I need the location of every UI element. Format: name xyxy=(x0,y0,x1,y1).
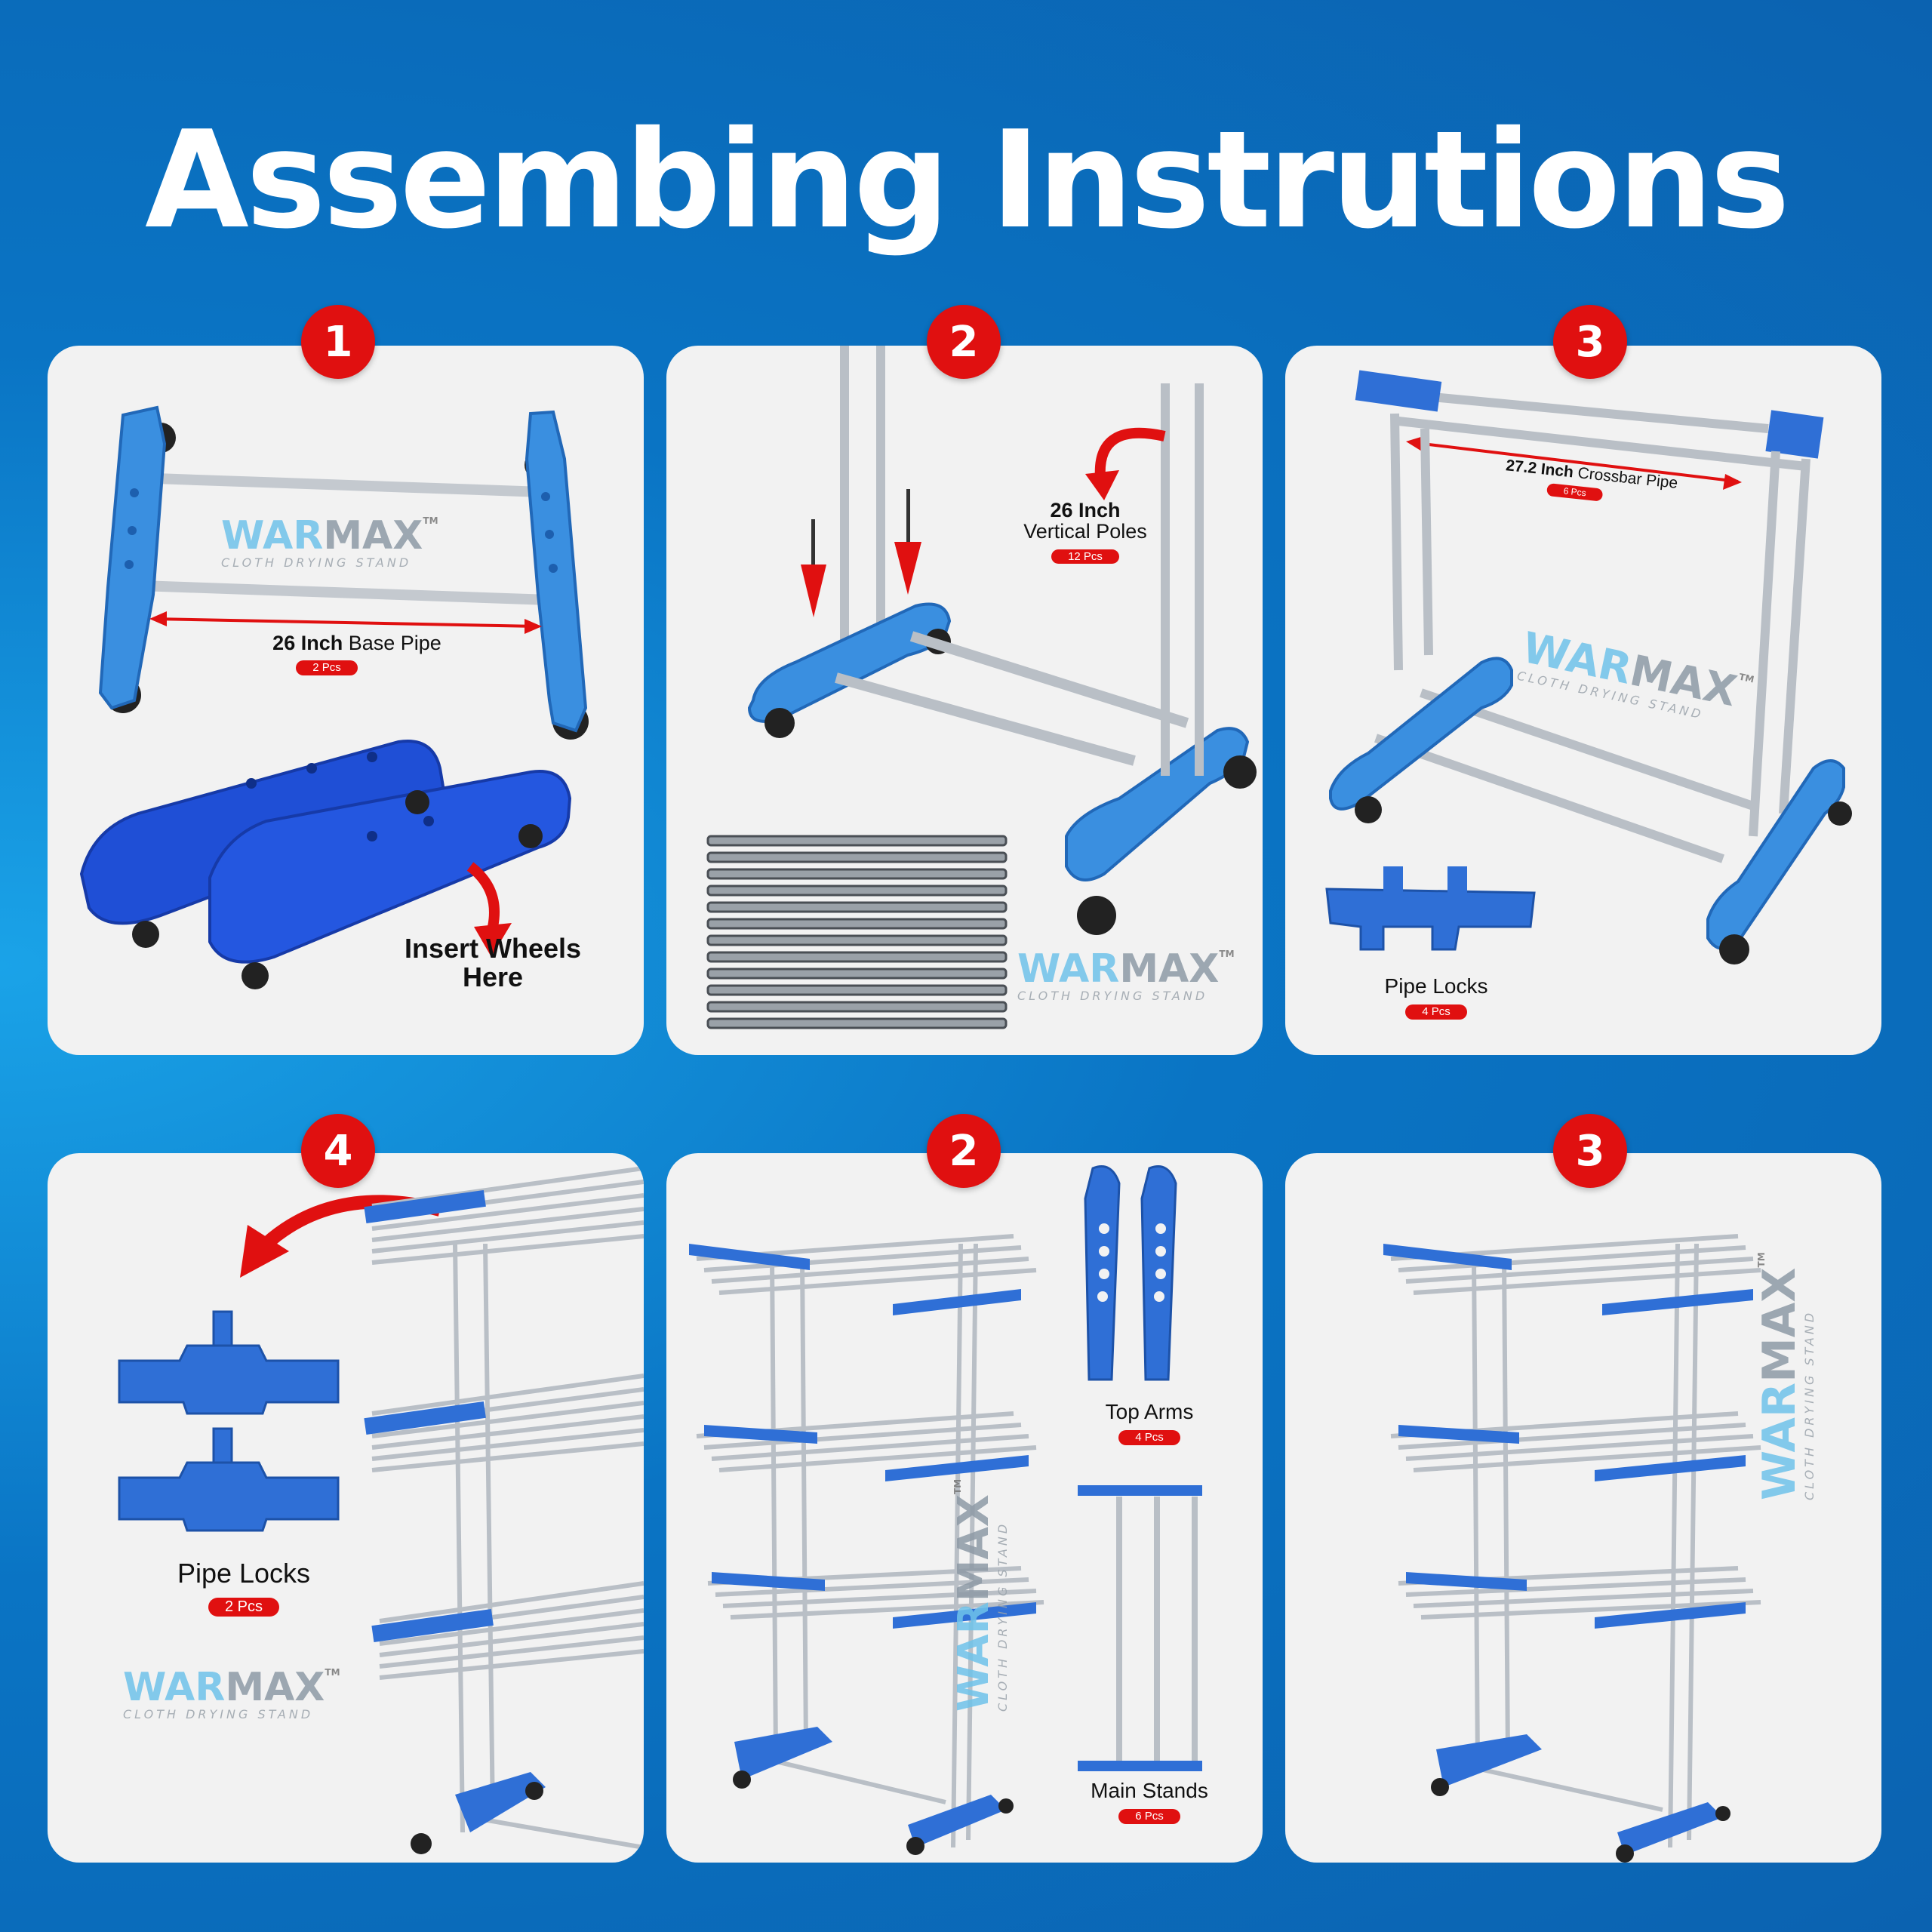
brand-name-1: WAR xyxy=(1753,1382,1806,1500)
warmax-watermark: WARMAXTM CLOTH DRYING STAND xyxy=(1017,949,1235,1002)
qty-pill: 4 Pcs xyxy=(1405,1004,1467,1020)
step-badge-3: 3 xyxy=(1553,305,1627,379)
top-arms-label: Top Arms 4 Pcs xyxy=(1066,1400,1232,1446)
pipe-locks-label: Pipe Locks 4 Pcs xyxy=(1353,975,1519,1020)
brand-name-1: WAR xyxy=(123,1665,226,1710)
label-text: Pipe Locks xyxy=(1384,974,1488,998)
base-pipe-label: 26 Inch Base Pipe 2 Pcs xyxy=(244,632,470,676)
label-text: Top Arms xyxy=(1105,1400,1194,1423)
step-card-4: Pipe Locks 2 Pcs WARMAXTM CLOTH DRYING S… xyxy=(48,1153,644,1863)
step-badge-5: 2 xyxy=(927,1114,1001,1188)
brand-name-1: WAR xyxy=(949,1601,998,1712)
label-text: Base Pipe xyxy=(348,632,441,654)
label-bold: 26 Inch xyxy=(272,632,343,654)
step-badge-6: 3 xyxy=(1553,1114,1627,1188)
label-bold: 26 Inch xyxy=(1050,499,1121,521)
vertical-poles-illustration xyxy=(706,346,1257,1029)
main-stands-label: Main Stands 6 Pcs xyxy=(1059,1779,1240,1825)
stand-with-top-arms-illustration xyxy=(689,1165,1202,1855)
brand-name-2: MAX xyxy=(949,1494,998,1602)
pipe-locks-label: Pipe Locks 2 Pcs xyxy=(146,1559,342,1617)
brand-name-2: MAX xyxy=(1119,946,1220,992)
brand-name-2: MAX xyxy=(1753,1267,1806,1383)
qty-pill: 2 Pcs xyxy=(296,660,358,676)
qty-pill: 6 Pcs xyxy=(1118,1809,1180,1825)
brand-name-2: MAX xyxy=(323,513,423,558)
label-text: Pipe Locks xyxy=(177,1558,311,1589)
warmax-watermark: WARMAXTM CLOTH DRYING STAND xyxy=(1753,1252,1817,1500)
base-frame-illustration xyxy=(79,405,589,989)
page-title: Assembing Instrutions xyxy=(145,102,1790,258)
brand-name-1: WAR xyxy=(221,513,324,558)
brand-name-2: MAX xyxy=(225,1665,325,1710)
step-card-1: WARMAXTM CLOTH DRYING STAND 26 Inch Base… xyxy=(48,346,644,1055)
brand-tagline: CLOTH DRYING STAND xyxy=(995,1521,1010,1712)
brand-tm: TM xyxy=(423,515,438,526)
step-card-6: WARMAXTM CLOTH DRYING STAND xyxy=(1285,1153,1881,1863)
step-badge-1: 1 xyxy=(301,305,375,379)
qty-pill: 2 Pcs xyxy=(208,1597,280,1617)
stand-with-pipe-locks-illustration xyxy=(118,1166,644,1854)
brand-tm: TM xyxy=(1219,949,1235,959)
brand-tagline: CLOTH DRYING STAND xyxy=(123,1707,314,1721)
step-badge-2: 2 xyxy=(927,305,1001,379)
step-card-5: Top Arms 4 Pcs Main Stands 6 Pcs WARMAXT… xyxy=(666,1153,1263,1863)
qty-pill: 12 Pcs xyxy=(1051,549,1119,565)
crossbar-frame-illustration xyxy=(1325,370,1852,964)
brand-tagline: CLOTH DRYING STAND xyxy=(221,555,412,570)
brand-tm: TM xyxy=(1756,1252,1767,1268)
brand-tagline: CLOTH DRYING STAND xyxy=(1017,989,1208,1003)
warmax-watermark: WARMAXTM CLOTH DRYING STAND xyxy=(949,1478,1010,1712)
brand-tm: TM xyxy=(325,1667,340,1678)
brand-tm: TM xyxy=(1738,671,1755,685)
label-text: Vertical Poles xyxy=(1023,520,1147,543)
step-badge-4: 4 xyxy=(301,1114,375,1188)
vertical-poles-label: 26 Inch Vertical Poles 12 Pcs xyxy=(991,499,1180,565)
step-card-3: 27.2 Inch Crossbar Pipe 6 Pcs WARMAXTM C… xyxy=(1285,346,1881,1055)
insert-wheels-callout: Insert Wheels Here xyxy=(404,933,582,992)
warmax-watermark: WARMAXTM CLOTH DRYING STAND xyxy=(221,516,438,569)
qty-pill: 4 Pcs xyxy=(1118,1430,1180,1446)
step-card-2: 26 Inch Vertical Poles 12 Pcs WARMAXTM C… xyxy=(666,346,1263,1055)
warmax-watermark: WARMAXTM CLOTH DRYING STAND xyxy=(123,1668,340,1721)
brand-name-1: WAR xyxy=(1017,946,1120,992)
brand-tm: TM xyxy=(952,1478,963,1495)
label-text: Main Stands xyxy=(1091,1779,1208,1802)
assembled-stand-illustration xyxy=(1383,1234,1761,1863)
